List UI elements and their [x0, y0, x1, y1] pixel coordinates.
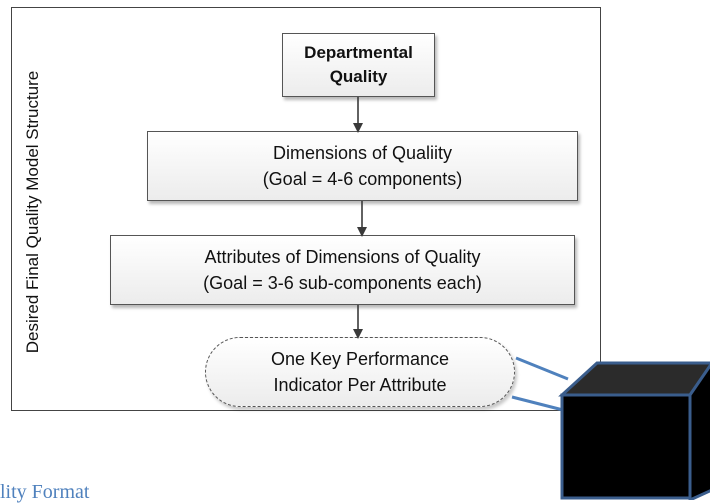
footer-text: lity Format [0, 481, 90, 503]
kpi-line2: Indicator Per Attribute [273, 375, 447, 395]
kpi-connector-top [515, 356, 569, 381]
departmental-quality-line2: Quality [329, 67, 388, 86]
dimensions-line1: Dimensions of Qualiity [272, 143, 453, 163]
cube-top-face [558, 361, 710, 397]
attributes-line2: (Goal = 3-6 sub-components each) [203, 273, 482, 293]
kpi-connector-bottom [511, 395, 568, 413]
attributes-of-dimensions-box: Attributes of Dimensions of Quality (Goa… [110, 235, 575, 305]
departmental-quality-box: Departmental Quality [282, 33, 435, 97]
black-box-cube [558, 361, 710, 500]
kpi-line1: One Key Performance [270, 349, 450, 369]
dimensions-line2: (Goal = 4-6 components) [262, 169, 463, 189]
departmental-quality-line1: Departmental [304, 43, 413, 62]
cube-front-face [560, 393, 692, 500]
attributes-line1: Attributes of Dimensions of Quality [204, 247, 481, 267]
dimensions-of-quality-box: Dimensions of Qualiity (Goal = 4-6 compo… [147, 131, 578, 201]
